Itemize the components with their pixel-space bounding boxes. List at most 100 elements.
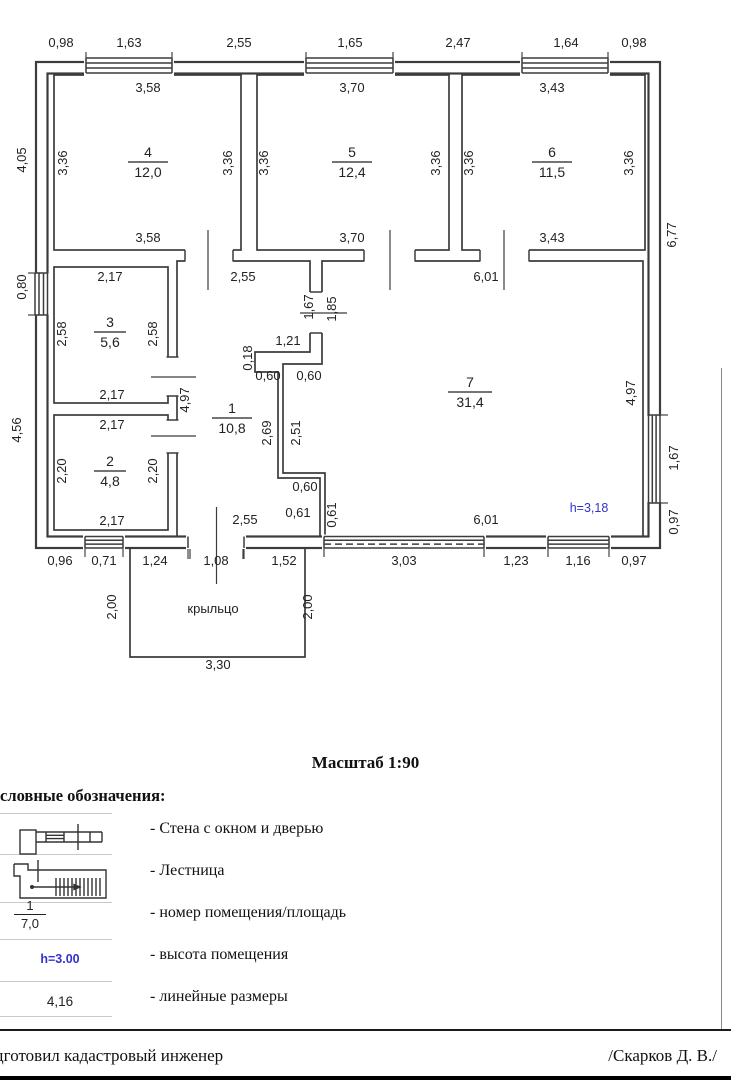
- dimension-label: 2,51: [288, 420, 303, 445]
- dimension-label: 3,30: [205, 657, 230, 672]
- dimension-label: 0,71: [91, 553, 116, 568]
- dimension-label: 4,97: [623, 380, 638, 405]
- dimension-label: 2,20: [145, 458, 160, 483]
- dimension-label: 0,60: [292, 479, 317, 494]
- dimension-label: 4,56: [9, 417, 24, 442]
- room-height-note: h=3,18: [570, 501, 609, 515]
- scale-label: Масштаб 1:90: [311, 753, 420, 772]
- dimension-label: 2,00: [300, 594, 315, 619]
- dimension-label: 3,36: [256, 150, 271, 175]
- engineer-signature: /Скарков Д. В./: [608, 1046, 717, 1065]
- legend-item-stairs: - Лестница: [150, 862, 225, 879]
- dimension-label: 0,61: [324, 502, 339, 527]
- dimension-label: 1,21: [275, 333, 300, 348]
- windows: [33, 56, 663, 551]
- fraction-numerator: 1: [26, 898, 34, 913]
- legend-item-room-number: - номер помещения/площадь: [150, 904, 347, 921]
- dimension-label: 2,17: [99, 417, 124, 432]
- page-right-border: [721, 368, 722, 1029]
- dimension-label: 6,01: [473, 512, 498, 527]
- dimension-label: 2,20: [54, 458, 69, 483]
- window-right: [645, 414, 663, 504]
- room-area: 10,8: [218, 420, 245, 436]
- dimension-label: 1,85: [324, 296, 339, 321]
- window-left: [33, 272, 50, 316]
- dimension-label: 2,55: [232, 512, 257, 527]
- dimension-label: 0,96: [47, 553, 72, 568]
- dimension-label: 1,08: [203, 553, 228, 568]
- dimension-label: 0,60: [296, 368, 321, 383]
- floor-plan-drawing: 0,981,632,551,652,471,640,980,960,711,24…: [9, 35, 681, 672]
- room-1-outline: [176, 260, 321, 538]
- dimension-label: 4,05: [14, 147, 29, 172]
- window-bottom-2-with-door: [322, 534, 486, 551]
- room-number: 4: [144, 144, 152, 160]
- window-top-2: [304, 56, 395, 76]
- dimension-label: 1,63: [116, 35, 141, 50]
- porch-label: крыльцо: [187, 601, 238, 616]
- dimension-label: 2,55: [230, 269, 255, 284]
- room-3-outline: [53, 266, 169, 404]
- dimension-ticks: [28, 52, 668, 559]
- fraction-denominator: 7,0: [20, 916, 40, 931]
- dimension-label: 0,98: [48, 35, 73, 50]
- legend-divider: [0, 902, 112, 903]
- room-area: 4,8: [100, 473, 120, 489]
- legend-item-wall-window-door: - Стена с окном и дверью: [150, 820, 324, 837]
- dimension-label: 1,24: [142, 553, 167, 568]
- door-jambs: [166, 250, 530, 548]
- window-bottom-1: [83, 534, 125, 551]
- dimension-label: 3,36: [428, 150, 443, 175]
- legend-divider: [0, 854, 112, 855]
- dimension-label: 4,97: [177, 387, 192, 412]
- dimension-label: 0,97: [666, 509, 681, 534]
- dimension-label: 3,43: [539, 230, 564, 245]
- dimension-label: 1,65: [337, 35, 362, 50]
- dimension-label: 6,01: [473, 269, 498, 284]
- fraction-line: [14, 914, 46, 915]
- dimension-label: 0,60: [255, 368, 280, 383]
- dimension-label: 2,55: [226, 35, 251, 50]
- dimension-label: 2,47: [445, 35, 470, 50]
- dimension-label: 6,77: [664, 222, 679, 247]
- dimension-label: 1,67: [301, 294, 316, 319]
- room-number: 3: [106, 314, 114, 330]
- dimension-label: 2,69: [259, 420, 274, 445]
- dimension-label: 3,43: [539, 80, 564, 95]
- window-top-1: [84, 56, 174, 76]
- legend-heading: словные обозначения:: [0, 786, 166, 805]
- dimension-label: 3,36: [621, 150, 636, 175]
- wall-window-door-icon: [19, 824, 103, 855]
- dimension-label: 0,98: [621, 35, 646, 50]
- dimension-label: 2,00: [104, 594, 119, 619]
- room-area: 31,4: [456, 394, 483, 410]
- legend-divider: [0, 813, 112, 814]
- dimension-label: 0,80: [14, 274, 29, 299]
- dimension-label: 3,03: [391, 553, 416, 568]
- window-top-3: [520, 56, 610, 76]
- dimension-label: 0,61: [285, 505, 310, 520]
- outer-walls: [34, 60, 662, 550]
- dimension-label: 2,17: [99, 387, 124, 402]
- stairs-icon: [13, 860, 107, 899]
- room-area: 12,4: [338, 164, 365, 180]
- legend-divider: [0, 1016, 112, 1017]
- dimension-label: 2,17: [99, 513, 124, 528]
- dimension-label: 3,36: [220, 150, 235, 175]
- room-number: 1: [228, 400, 236, 416]
- room-number: 7: [466, 374, 474, 390]
- dimension-label: 1,23: [503, 553, 528, 568]
- dimension-label: 1,16: [565, 553, 590, 568]
- legend-divider: [0, 981, 112, 982]
- page-bottom-border: [0, 1076, 731, 1080]
- dimension-label: 0,97: [621, 553, 646, 568]
- dimension-label: 2,17: [97, 269, 122, 284]
- dimension-label: 3,36: [55, 150, 70, 175]
- dimension-label: 2,58: [54, 321, 69, 346]
- prepared-by-text: дготовил кадастровый инженер: [0, 1046, 224, 1065]
- room-7-outline: [282, 260, 644, 538]
- linear-dim-sample: 4,16: [46, 994, 74, 1009]
- dimension-label: 3,58: [135, 230, 160, 245]
